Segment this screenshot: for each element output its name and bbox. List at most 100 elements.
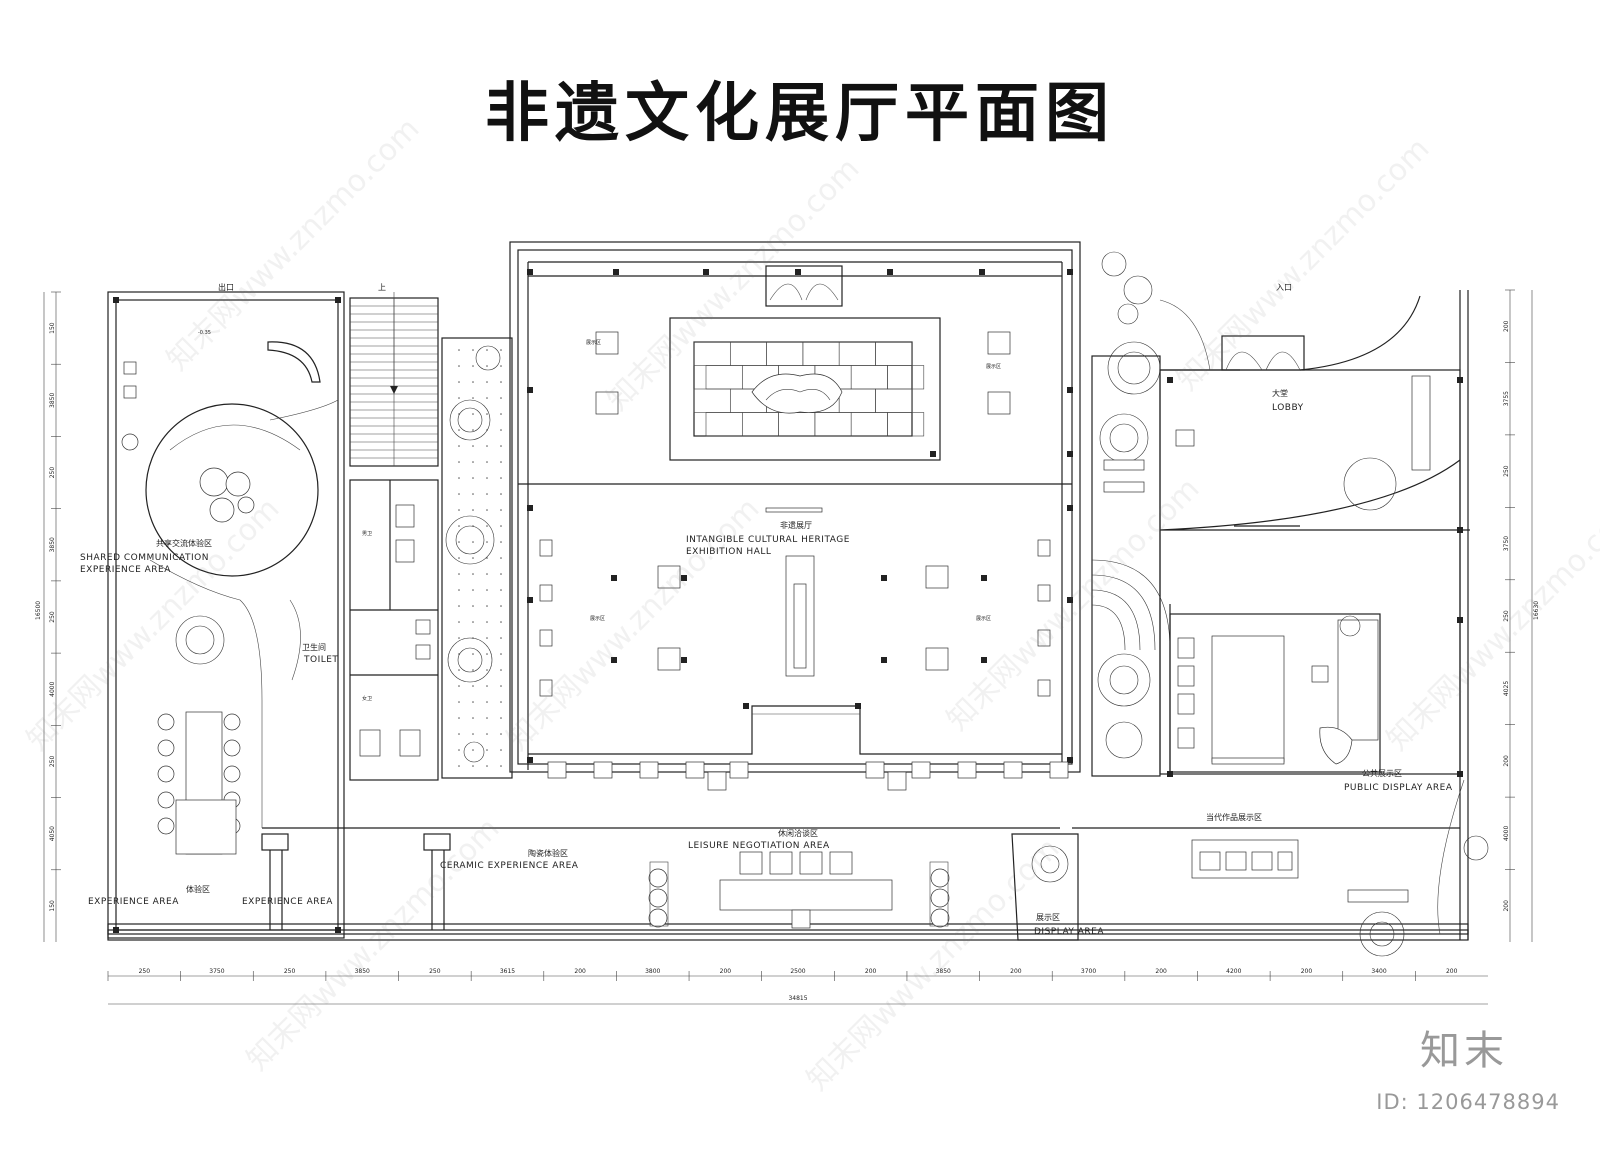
column [1167,377,1173,383]
column [1067,451,1073,457]
exhibit-label-d: 展示区 [976,616,991,622]
dim-label: 4200 [1226,968,1241,975]
column [527,269,533,275]
display-case [547,761,567,779]
dim-label: 200 [1503,320,1510,332]
lobby-area [1159,335,1489,957]
chair [157,713,175,731]
column [335,927,341,933]
garden-dot [458,509,460,511]
paver [838,341,876,366]
display-case [685,761,705,779]
garden-dot [458,589,460,591]
garden-dot [458,557,460,559]
paver [875,388,913,413]
contemporary-cn: 当代作品展示区 [1206,812,1262,822]
garden-dot [500,685,502,687]
ceramic-cn: 陶瓷体验区 [528,848,568,858]
paver [741,412,779,437]
garden-dot [472,557,474,559]
paver [778,412,816,437]
paver [875,341,913,366]
garden-dot [486,653,488,655]
wall-panel [1037,539,1051,557]
garden-dot [500,365,502,367]
column [527,505,533,511]
dim-label: 200 [1446,968,1458,975]
garden-dot [500,541,502,543]
column [979,269,985,275]
column [795,269,801,275]
brand-logo: 知末 [1420,1028,1508,1074]
garden-dot [486,477,488,479]
dim-label: 2500 [790,968,805,975]
dim-label: 250 [284,968,296,975]
garden-dot [500,413,502,415]
column [611,657,617,663]
garden-dot [486,765,488,767]
column [113,297,119,303]
garden-dot [500,765,502,767]
garden-dot [500,749,502,751]
dim-label: 200 [865,968,877,975]
garden-dot [486,445,488,447]
column [613,269,619,275]
column [1457,377,1463,383]
column [611,575,617,581]
garden-dot [472,717,474,719]
dim-label: 3400 [1371,968,1386,975]
garden-dot [472,653,474,655]
garden-dot [486,589,488,591]
garden-strip-left [441,337,513,779]
paver [887,365,925,390]
shared-area [121,341,339,855]
garden-dot [458,525,460,527]
garden-dot [458,749,460,751]
column [703,269,709,275]
garden-dot [472,765,474,767]
garden-dot [486,541,488,543]
garden-dot [486,493,488,495]
shared-en-1: SHARED COMMUNICATION [80,553,209,563]
wall-panel [1037,629,1051,647]
garden-dot [472,669,474,671]
garden-dot [472,365,474,367]
hall-en-2: EXHIBITION HALL [686,547,771,557]
display-cn: 展示区 [1036,913,1060,922]
paver [705,412,743,437]
public-en: PUBLIC DISPLAY AREA [1344,783,1453,793]
garden-dot [472,349,474,351]
dim-total: 34815 [788,995,807,1002]
garden-dot [458,621,460,623]
garden-dot [458,429,460,431]
dim-label: 3850 [49,537,56,552]
garden-dot [500,477,502,479]
garden-dot [486,749,488,751]
document-id: ID: 1206478894 [1376,1090,1560,1114]
display-case [1049,761,1069,779]
garden-dot [472,733,474,735]
women-label: 女卫 [362,695,372,702]
dim-label: 3850 [355,968,370,975]
lobby-cn: 大堂 [1272,388,1288,398]
column [335,297,341,303]
column [1457,771,1463,777]
garden-dot [472,381,474,383]
dim-label: 250 [49,611,56,623]
display-case [1003,761,1023,779]
display-case [593,761,613,779]
dim-label: 3750 [1503,536,1510,551]
column [981,657,987,663]
garden-dot [458,637,460,639]
display-case [865,761,885,779]
garden-dot [500,717,502,719]
wall-panel [539,629,553,647]
column [930,451,936,457]
chair [223,713,241,731]
garden-dot [486,685,488,687]
garden-dot [458,477,460,479]
chair [157,739,175,757]
chair [157,817,175,835]
dim-label: 3755 [1503,391,1510,406]
